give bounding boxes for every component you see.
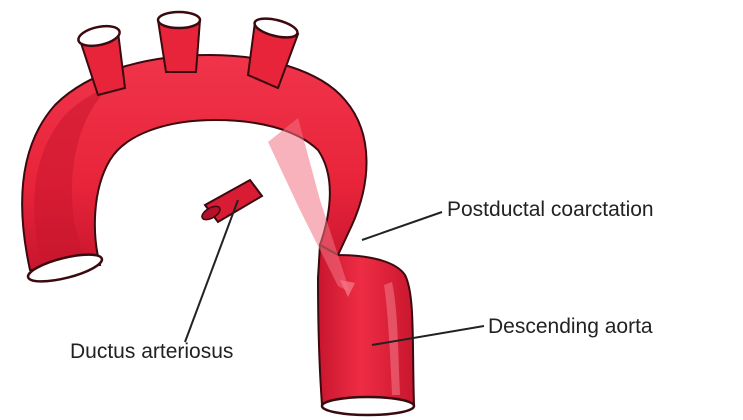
descending-aorta-label: Descending aorta	[488, 315, 653, 339]
leader-line-ductus	[185, 200, 238, 342]
left-carotid-opening	[158, 12, 200, 28]
postductal-coarctation-label: Postductal coarctation	[447, 198, 654, 222]
ductus-arteriosus-label: Ductus arteriosus	[70, 340, 233, 364]
descending-aorta-opening	[322, 397, 414, 415]
leader-line-coarctation	[362, 212, 442, 240]
